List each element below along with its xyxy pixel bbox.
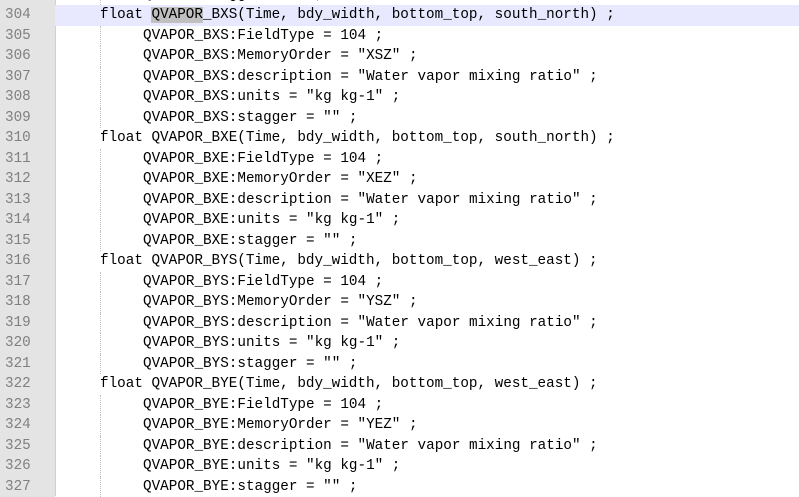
code-line[interactable]: 309 QVAPOR_BXS:stagger = "" ;	[0, 108, 799, 129]
code-text: QVAPOR_BXE:description = "Water vapor mi…	[143, 190, 598, 211]
code-text: QVAPOR_BYE:FieldType = 104 ;	[143, 395, 383, 416]
line-number: 306	[0, 46, 55, 67]
code-line[interactable]: 319 QVAPOR_BYS:description = "Water vapor…	[0, 313, 799, 334]
indent-guide	[100, 190, 101, 211]
line-number: 320	[0, 333, 55, 354]
indent-guide	[100, 46, 101, 67]
line-number: 317	[0, 272, 55, 293]
code-text: QVAPOR_BXS:MemoryOrder = "XSZ" ;	[143, 46, 418, 67]
code-line[interactable]: 318 QVAPOR_BYS:MemoryOrder = "YSZ" ;	[0, 292, 799, 313]
indent-guide	[100, 333, 101, 354]
indent-guide	[100, 231, 101, 252]
code-text: QVAPOR_BYE:stagger = "" ;	[143, 477, 358, 497]
indent-guide	[100, 108, 101, 129]
code-line[interactable]: 327 QVAPOR_BYE:stagger = "" ;	[0, 477, 799, 497]
line-number: 305	[0, 26, 55, 47]
code-text: QVAPOR_BXE:MemoryOrder = "XEZ" ;	[143, 169, 418, 190]
indent-guide	[100, 149, 101, 170]
line-number: 309	[0, 108, 55, 129]
code-text: QVAPOR_BYS:description = "Water vapor mi…	[143, 313, 598, 334]
line-number: 304	[0, 5, 55, 26]
indent-guide	[100, 26, 101, 47]
code-line[interactable]: 306 QVAPOR_BXS:MemoryOrder = "XSZ" ;	[0, 46, 799, 67]
code-line[interactable]: 307 QVAPOR_BXS:description = "Water vapor…	[0, 67, 799, 88]
code-line[interactable]: 312 QVAPOR_BXE:MemoryOrder = "XEZ" ;	[0, 169, 799, 190]
line-number: 326	[0, 456, 55, 477]
indent-guide	[100, 210, 101, 231]
code-line[interactable]: 323 QVAPOR_BYE:FieldType = 104 ;	[0, 395, 799, 416]
indent-guide	[100, 354, 101, 375]
code-line[interactable]: 317 QVAPOR_BYS:FieldType = 104 ;	[0, 272, 799, 293]
line-number: 325	[0, 436, 55, 457]
code-line[interactable]: 305 QVAPOR_BXS:FieldType = 104 ;	[0, 26, 799, 47]
code-text: QVAPOR_BXS:units = "kg kg-1" ;	[143, 87, 400, 108]
line-number: 319	[0, 313, 55, 334]
code-line[interactable]: 322 float QVAPOR_BYE(Time, bdy_width, bot…	[0, 374, 799, 395]
code-line[interactable]: 316 float QVAPOR_BYS(Time, bdy_width, bot…	[0, 251, 799, 272]
code-line[interactable]: 315 QVAPOR_BXE:stagger = "" ;	[0, 231, 799, 252]
line-number: 311	[0, 149, 55, 170]
code-text: float QVAPOR_BYE(Time, bdy_width, bottom…	[100, 374, 598, 395]
code-line[interactable]: 325 QVAPOR_BYE:description = "Water vapor…	[0, 436, 799, 457]
indent-guide	[100, 477, 101, 497]
line-number: 307	[0, 67, 55, 88]
code-line[interactable]: 304 float QVAPOR_BXS(Time, bdy_width, bot…	[0, 5, 799, 26]
code-line[interactable]: 310 float QVAPOR_BXE(Time, bdy_width, bot…	[0, 128, 799, 149]
code-text: QVAPOR_BXE:units = "kg kg-1" ;	[143, 210, 400, 231]
indent-guide	[100, 313, 101, 334]
code-keyword: float	[100, 7, 151, 23]
indent-guide	[100, 67, 101, 88]
code-line[interactable]: 321 QVAPOR_BYS:stagger = "" ;	[0, 354, 799, 375]
code-text: float QVAPOR_BXE(Time, bdy_width, bottom…	[100, 128, 615, 149]
code-text: float QVAPOR_BYS(Time, bdy_width, bottom…	[100, 251, 598, 272]
indent-guide	[100, 456, 101, 477]
code-line[interactable]: 314 QVAPOR_BXE:units = "kg kg-1" ;	[0, 210, 799, 231]
indent-guide	[100, 87, 101, 108]
code-line[interactable]: 324 QVAPOR_BYE:MemoryOrder = "YEZ" ;	[0, 415, 799, 436]
code-text: QVAPOR_BXS:description = "Water vapor mi…	[143, 67, 598, 88]
line-number: 318	[0, 292, 55, 313]
code-text: float QVAPOR_BXS(Time, bdy_width, bottom…	[100, 5, 615, 26]
line-number: 314	[0, 210, 55, 231]
code-text: QVAPOR_BYS:FieldType = 104 ;	[143, 272, 383, 293]
line-number: 321	[0, 354, 55, 375]
line-number: 308	[0, 87, 55, 108]
line-number: 315	[0, 231, 55, 252]
selected-word-highlight[interactable]: QVAPOR	[151, 7, 202, 23]
code-line[interactable]: 311 QVAPOR_BXE:FieldType = 104 ;	[0, 149, 799, 170]
indent-guide	[100, 169, 101, 190]
indent-guide	[100, 395, 101, 416]
code-line[interactable]: 326 QVAPOR_BYE:units = "kg kg-1" ;	[0, 456, 799, 477]
line-number: 324	[0, 415, 55, 436]
code-text: QVAPOR_BYE:units = "kg kg-1" ;	[143, 456, 400, 477]
code-text: QVAPOR_BXE:stagger = "" ;	[143, 231, 358, 252]
code-text: QVAPOR_BYE:MemoryOrder = "YEZ" ;	[143, 415, 418, 436]
code-text: QVAPOR_BYS:stagger = "" ;	[143, 354, 358, 375]
line-number: 322	[0, 374, 55, 395]
code-text: QVAPOR_BYE:description = "Water vapor mi…	[143, 436, 598, 457]
line-number: 327	[0, 477, 55, 497]
code-line[interactable]: 320 QVAPOR_BYS:units = "kg kg-1" ;	[0, 333, 799, 354]
indent-guide	[100, 436, 101, 457]
code-line[interactable]: 313 QVAPOR_BXE:description = "Water vapor…	[0, 190, 799, 211]
line-number: 312	[0, 169, 55, 190]
line-number: 316	[0, 251, 55, 272]
indent-guide	[100, 292, 101, 313]
indent-guide	[100, 415, 101, 436]
line-number: 313	[0, 190, 55, 211]
line-number: 323	[0, 395, 55, 416]
code-text: QVAPOR_BXE:FieldType = 104 ;	[143, 149, 383, 170]
code-text: QVAPOR_BXS:FieldType = 104 ;	[143, 26, 383, 47]
code-text: QVAPOR_BYS:MemoryOrder = "YSZ" ;	[143, 292, 418, 313]
code-line[interactable]: 308 QVAPOR_BXS:units = "kg kg-1" ;	[0, 87, 799, 108]
code-text: QVAPOR_BYS:units = "kg kg-1" ;	[143, 333, 400, 354]
line-number: 310	[0, 128, 55, 149]
code-text: QVAPOR_BXS:stagger = "" ;	[143, 108, 358, 129]
code-rest: _BXS(Time, bdy_width, bottom_top, south_…	[203, 7, 615, 23]
indent-guide	[100, 272, 101, 293]
